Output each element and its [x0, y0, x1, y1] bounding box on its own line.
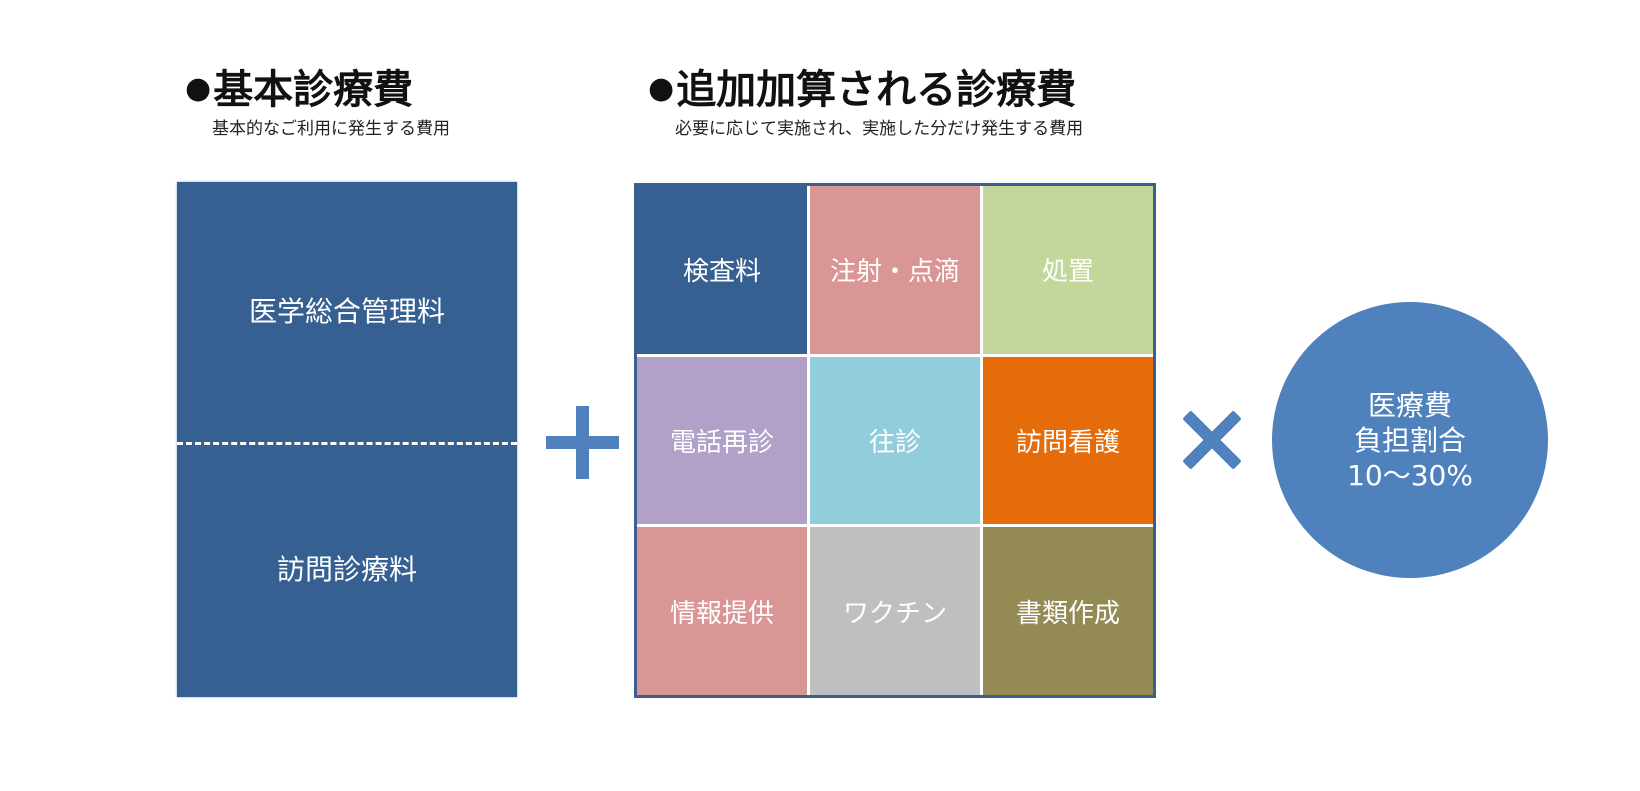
grid-cell-home-nursing: 訪問看護: [983, 356, 1153, 525]
copay-ratio-circle: 医療費 負担割合 10〜30%: [1272, 302, 1548, 578]
cell-label: 電話再診: [669, 427, 774, 458]
cell-label: 検査料: [682, 257, 761, 288]
grid-cell-documents: 書類作成: [983, 527, 1153, 695]
basic-fee-item-management: 医学総合管理料: [248, 295, 445, 328]
basic-fee-heading: ●基本診療費: [185, 70, 413, 110]
cell-label: 書類作成: [1015, 598, 1120, 629]
additional-fee-heading: ●追加加算される診療費: [648, 70, 1076, 110]
cell-label: ワクチン: [842, 598, 947, 629]
ratio-line-percent: 10〜30%: [1347, 458, 1473, 492]
grid-cell-vaccine: ワクチン: [810, 527, 980, 695]
additional-fee-subtitle: 必要に応じて実施され、実施した分だけ発生する費用: [675, 119, 1084, 139]
basic-fee-title: 基本診療費: [213, 67, 414, 113]
ratio-line-medical-fee: 医療費: [1367, 388, 1452, 422]
cell-label: 往診: [868, 427, 921, 458]
plus-icon: [546, 406, 619, 479]
cell-label: 注射・点滴: [829, 257, 960, 288]
bullet-icon: ●: [185, 71, 212, 106]
cell-label: 処置: [1041, 257, 1094, 288]
grid-cell-house-call: 往診: [810, 356, 980, 525]
ratio-line-copay: 負担割合: [1353, 423, 1466, 457]
times-icon: [1180, 408, 1244, 472]
grid-cell-info-provision: 情報提供: [637, 527, 807, 695]
grid-cell-phone-revisit: 電話再診: [637, 356, 807, 525]
dashed-divider: [177, 442, 517, 445]
bullet-icon: ●: [648, 71, 675, 106]
basic-fee-item-home-visit: 訪問診療料: [276, 553, 417, 586]
cell-label: 訪問看護: [1015, 427, 1120, 458]
cell-label: 情報提供: [669, 598, 774, 629]
basic-fee-subtitle: 基本的なご利用に発生する費用: [212, 119, 450, 139]
grid-cell-examination: 検査料: [637, 186, 807, 354]
basic-fee-box: 医学総合管理料 訪問診療料: [177, 182, 517, 697]
additional-fee-title: 追加加算される診療費: [676, 67, 1077, 113]
grid-cell-treatment: 処置: [983, 186, 1153, 354]
additional-fee-grid: 検査料 注射・点滴 処置 電話再診 往診 訪問看護 情報提供 ワクチン 書類作成: [634, 183, 1156, 698]
grid-cell-injection: 注射・点滴: [810, 186, 980, 354]
